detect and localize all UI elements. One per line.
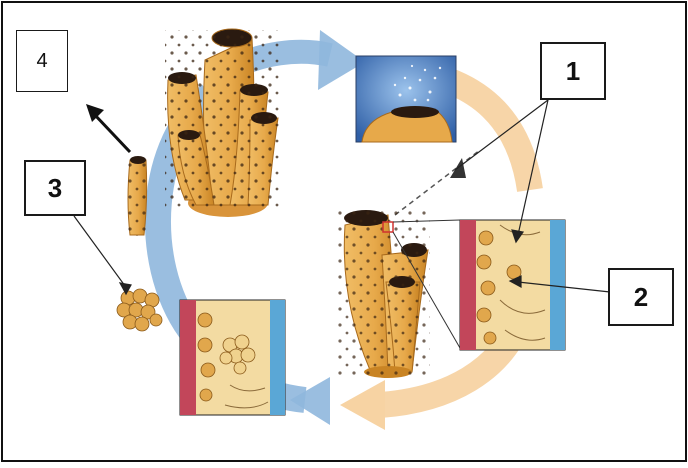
peach-arrowhead-bottom — [340, 380, 385, 430]
sperm-path — [395, 150, 480, 215]
juvenile-sponge — [126, 156, 148, 236]
label-box-3: 3 — [24, 160, 86, 216]
female-sponge — [338, 210, 430, 378]
label-box-2: 2 — [608, 268, 674, 326]
label-box-1: 1 — [540, 42, 606, 100]
tissue-inset-brooding — [180, 300, 285, 415]
adult-sponge-cluster — [165, 29, 280, 217]
blue-arrowhead-bottom — [290, 377, 330, 425]
larva — [117, 289, 162, 331]
label-box-4: 4 — [16, 30, 68, 92]
growth-arrow — [86, 104, 130, 152]
spawning-inset — [356, 56, 456, 142]
